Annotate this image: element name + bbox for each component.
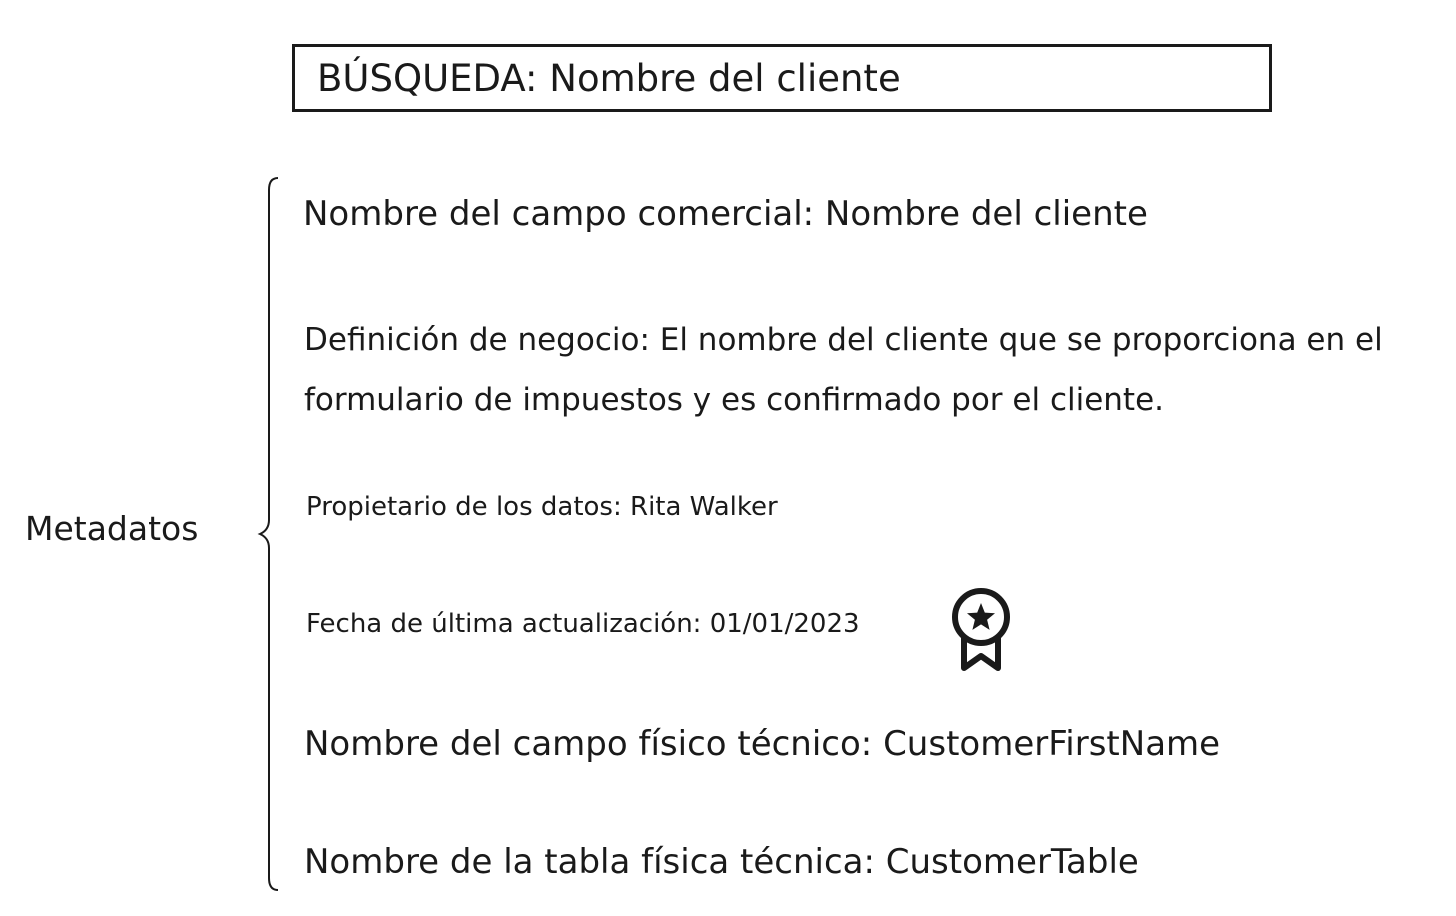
metadata-group-label: Metadatos <box>25 509 199 548</box>
data-owner: Propietario de los datos: Rita Walker <box>306 492 778 522</box>
commercial-field-name: Nombre del campo comercial: Nombre del c… <box>303 194 1148 234</box>
search-box: BÚSQUEDA: Nombre del cliente <box>292 44 1272 112</box>
physical-field-name: Nombre del campo físico técnico: Custome… <box>304 724 1221 764</box>
physical-table-name: Nombre de la tabla física técnica: Custo… <box>304 842 1139 882</box>
curly-brace <box>257 177 279 891</box>
last-updated-date: Fecha de última actualización: 01/01/202… <box>306 609 860 639</box>
award-ribbon-star-icon <box>952 588 1010 671</box>
search-label: BÚSQUEDA: Nombre del cliente <box>317 56 901 100</box>
business-definition: Definición de negocio: El nombre del cli… <box>304 322 1383 418</box>
